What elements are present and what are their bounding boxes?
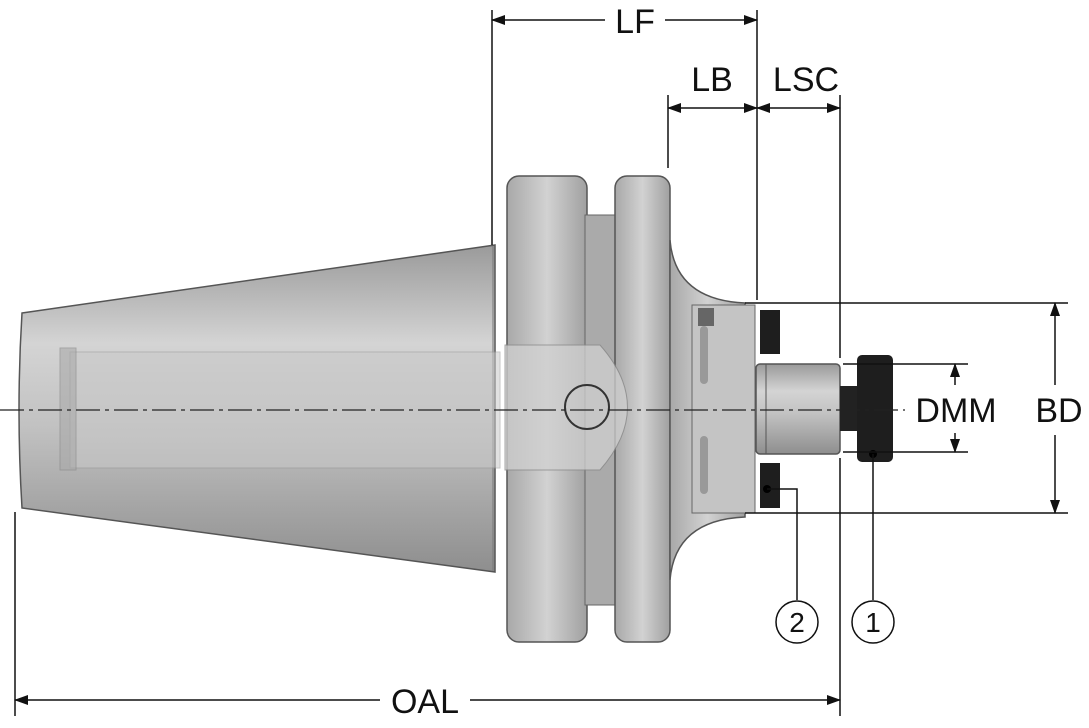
screw-head (857, 355, 893, 462)
cross-hole (564, 384, 610, 430)
screw-neck (840, 386, 860, 431)
dim-label-lb: LB (691, 61, 733, 99)
callout-2: 2 (775, 600, 819, 644)
callout-1-label: 1 (865, 607, 881, 638)
pilot (755, 363, 841, 455)
internal-cylinder (504, 344, 628, 471)
dim-label-lsc: LSC (773, 61, 839, 99)
callout-1: 1 (851, 600, 895, 644)
drive-key-bottom (760, 463, 780, 508)
drive-key-top (760, 310, 780, 354)
dim-label-dmm: DMM (915, 392, 996, 430)
callout-2-label: 2 (789, 607, 805, 638)
dim-label-lf: LF (615, 3, 655, 41)
dim-label-bd: BD (1035, 392, 1082, 430)
dim-label-oal: OAL (391, 683, 459, 721)
